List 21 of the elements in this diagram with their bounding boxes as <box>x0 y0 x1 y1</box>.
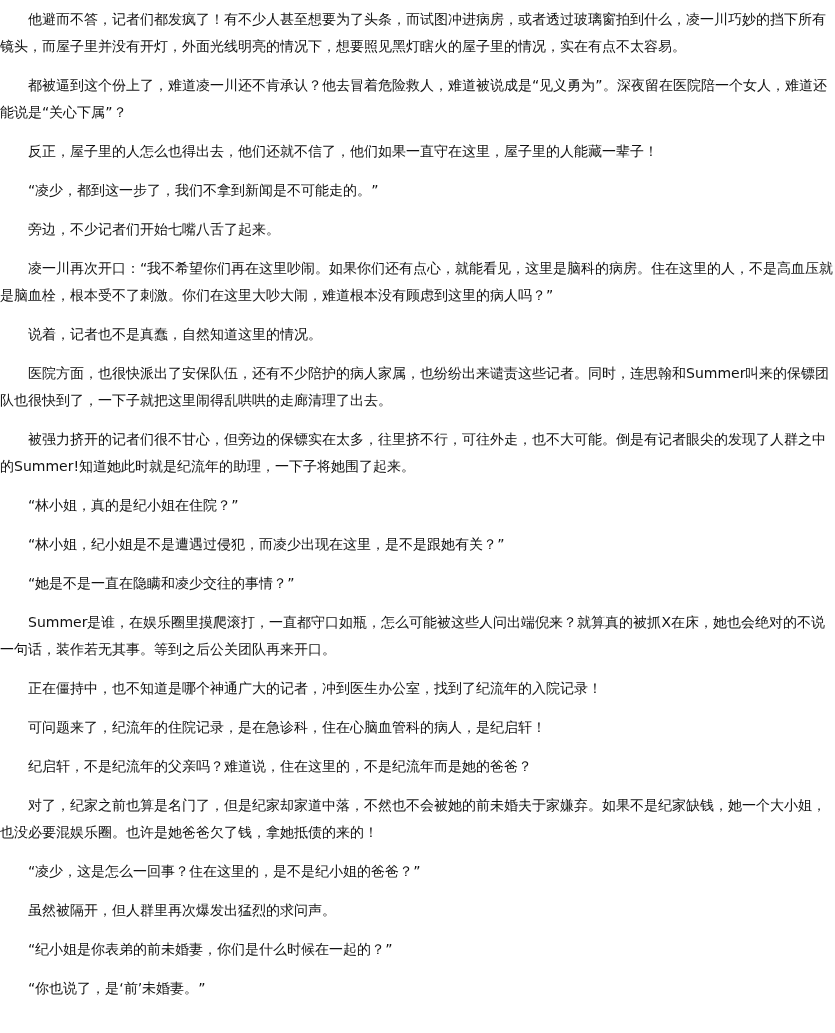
paragraph: 对了，纪家之前也算是名门了，但是纪家却家道中落，不然也不会被她的前未婚夫于家嫌弃。如果不是纪家缺钱，她一个大小姐，也没必要混娱乐圈。也许是她爸爸欠了钱，拿她抵债的来的！ <box>0 796 827 842</box>
paragraph: “你也说了，是‘前’未婚妻。” <box>27 979 207 998</box>
paragraph: 旁边，不少记者们开始七嘴八舌了起来。 <box>27 220 281 239</box>
paragraph: “她是不是一直在隐瞒和凌少交往的事情？” <box>27 574 296 593</box>
paragraph: “林小姐，真的是纪小姐在住院？” <box>27 496 240 515</box>
paragraph: 医院方面，也很快派出了安保队伍，还有不少陪护的病人家属，也纷纷出来谴责这些记者。同时，连思翰和Summer叫来的保镖团队也很快到了，一下子就把这里闹得乱哄哄的走廊清理了出去。 <box>0 364 831 410</box>
paragraph: 被强力挤开的记者们很不甘心，但旁边的保镖实在太多，往里挤不行，可往外走，也不大可能。倒是有记者眼尖的发现了人群之中的Summer!知道她此时就是纪流年的助理，一下子将她围了起来。 <box>0 430 827 476</box>
paragraph: 都被逼到这个份上了，难道凌一川还不肯承认？他去冒着危险救人，难道被说成是“见义勇为”。深夜留在医院陪一个女人，难道还能说是“关心下属”？ <box>0 76 828 122</box>
paragraph: 正在僵持中，也不知道是哪个神通广大的记者，冲到医生办公室，找到了纪流年的入院记录！ <box>27 679 603 698</box>
paragraph: “凌少，都到这一步了，我们不拿到新闻是不可能走的。” <box>27 181 380 200</box>
paragraph: 凌一川再次开口：“我不希望你们再在这里吵闹。如果你们还有点心，就能看见，这里是脑科的病房。住在这里的人，不是高血压就是脑血栓，根本受不了刺激。你们在这里大吵大闹，难道根本没有顾虑到这里的病人吗？” <box>0 259 835 305</box>
paragraph: “林小姐，纪小姐是不是遭遇过侵犯，而凌少出现在这里，是不是跟她有关？” <box>27 535 506 554</box>
paragraph: 他避而不答，记者们都发疯了！有不少人甚至想要为了头条，而试图冲进病房，或者透过玻璃窗拍到什么，凌一川巧妙的挡下所有镜头，而屋子里并没有开灯，外面光线明亮的情况下，想要照见黑灯瞎火的屋子里的情况，实在有点不太容易。 <box>0 10 827 56</box>
paragraph: 虽然被隔开，但人群里再次爆发出猛烈的求问声。 <box>27 901 337 920</box>
paragraph: 可问题来了，纪流年的住院记录，是在急诊科，住在心脑血管科的病人，是纪启轩！ <box>27 718 547 737</box>
paragraph: “纪小姐是你表弟的前未婚妻，你们是什么时候在一起的？” <box>27 940 394 959</box>
paragraph: 反正，屋子里的人怎么也得出去，他们还就不信了，他们如果一直守在这里，屋子里的人能藏一辈子！ <box>27 142 659 161</box>
paragraph: 说着，记者也不是真蠢，自然知道这里的情况。 <box>27 325 323 344</box>
paragraph: 纪启轩，不是纪流年的父亲吗？难道说，住在这里的，不是纪流年而是她的爸爸？ <box>27 757 533 776</box>
paragraph: “凌少，这是怎么一回事？住在这里的，是不是纪小姐的爸爸？” <box>27 862 422 881</box>
paragraph: Summer是谁，在娱乐圈里摸爬滚打，一直都守口如瓶，怎么可能被这些人问出端倪来？就算真的被抓X在床，她也会绝对的不说一句话，装作若无其事。等到之后公关团队再来开口。 <box>0 613 826 659</box>
